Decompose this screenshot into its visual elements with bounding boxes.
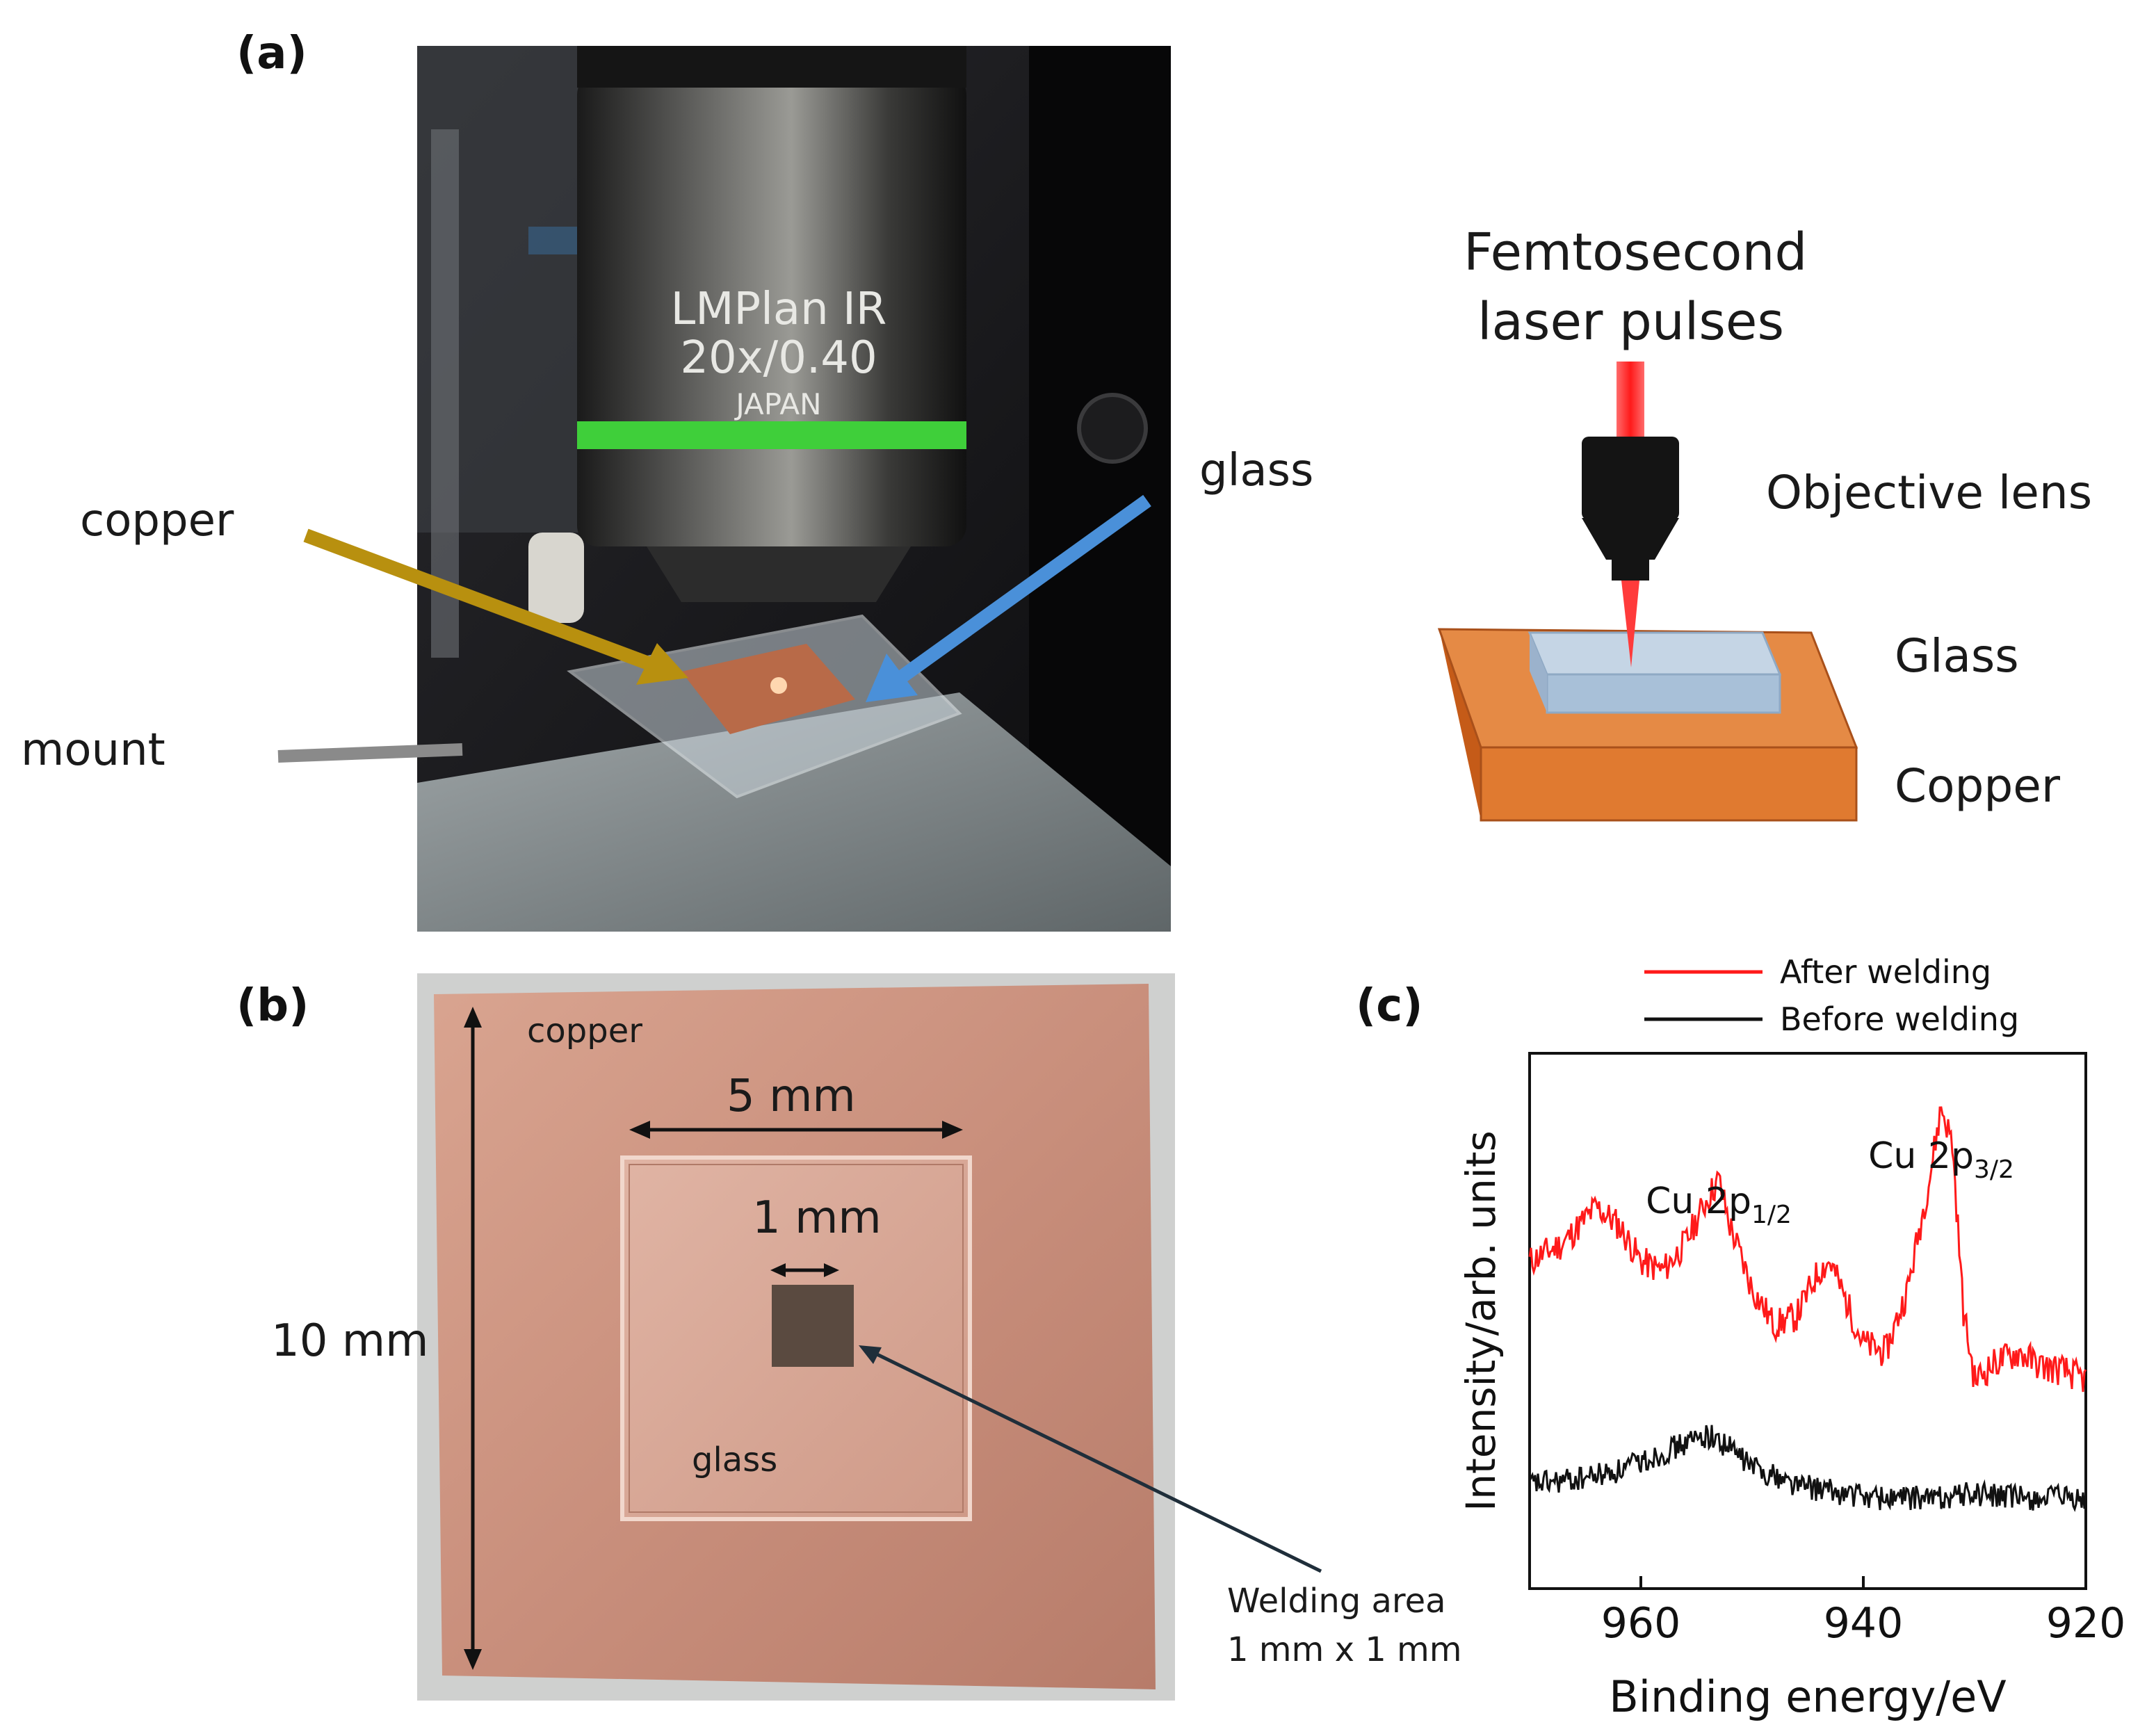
panel-b-photo [417,973,1175,1701]
laser-schematic [1437,362,1858,822]
welding-area-label-1: Welding area [1227,1582,1446,1621]
schematic-title-line2: laser pulses [1477,292,1785,352]
microscope-photo-drawing: LMPlan IR 20x/0.40 JAPAN [417,46,1171,932]
welding-area-pointer [864,1347,1322,1573]
schematic-glass-label: Glass [1895,629,2019,683]
series-before-welding [1528,1425,2087,1512]
lens-engraving-2: 20x/0.40 [680,332,877,384]
welding-area-square [772,1285,854,1367]
panel-c-letter: (c) [1356,980,1423,1032]
lens-green-ring [577,421,966,449]
y-axis-label: Intensity/arb. units [1457,1130,1505,1511]
schematic-copper-front [1480,746,1858,822]
photo-glass-label: glass [1199,445,1314,496]
screw-icon [1077,393,1148,464]
lens-nose [647,546,911,602]
laser-beam-in [1617,362,1644,438]
xps-chart: After welding Before welding 960 940 920 C… [1457,953,2126,1722]
x-tick-label: 940 [1824,1599,1904,1648]
mount-plate [417,692,1171,932]
panel-b-letter: (b) [236,980,309,1032]
schematic-copper-label: Copper [1895,759,2060,813]
schematic-title-line1: Femtosecond [1464,222,1808,282]
x-tick-label: 960 [1601,1599,1681,1648]
objective-lens-icon [1582,437,1679,520]
x-tick-label: 920 [2046,1599,2126,1648]
legend-after-label: After welding [1780,953,1991,991]
photo-mount-label: mount [21,724,165,776]
laser-beam-focused [1621,581,1639,667]
dim-5mm-label: 5 mm [727,1071,856,1122]
photo-copper-label: copper [80,495,234,546]
lens-engraving-1: LMPlan IR [671,284,887,335]
dim-10mm-label: 10 mm [271,1315,429,1367]
annotation-cu-2p-3-2: Cu 2p3/2 [1868,1135,2014,1184]
copper-arrow-head [636,643,688,685]
lens-engraving-3: JAPAN [734,387,821,421]
glass-arrow-shaft [896,494,1151,684]
glass-arrow-head [866,654,918,702]
x-ticks: 960 940 920 [1601,1576,2126,1648]
panel-a-photo: LMPlan IR 20x/0.40 JAPAN [417,46,1171,932]
knob [528,533,584,623]
copper-arrow-shaft [303,528,653,671]
series-after-welding [1528,1106,2087,1393]
copper-sample [681,644,855,734]
sample-glass-label: glass [692,1441,778,1479]
plot-frame [1528,1052,2087,1590]
x-axis-label: Binding energy/eV [1609,1671,2006,1722]
schematic-objective-label: Objective lens [1766,466,2093,519]
sample-copper-label: copper [527,1012,642,1050]
legend-before-label: Before welding [1780,1000,2019,1038]
dim-1mm-label: 1 mm [752,1192,882,1244]
plot-marks [1528,1106,2087,1512]
mount-arrow [277,743,463,763]
annotation-cu-2p-1-2: Cu 2p1/2 [1646,1181,1792,1229]
panel-a-letter: (a) [236,28,307,79]
welding-area-label-2: 1 mm x 1 mm [1227,1630,1462,1669]
copper-sample-photo-drawing [417,973,1175,1701]
